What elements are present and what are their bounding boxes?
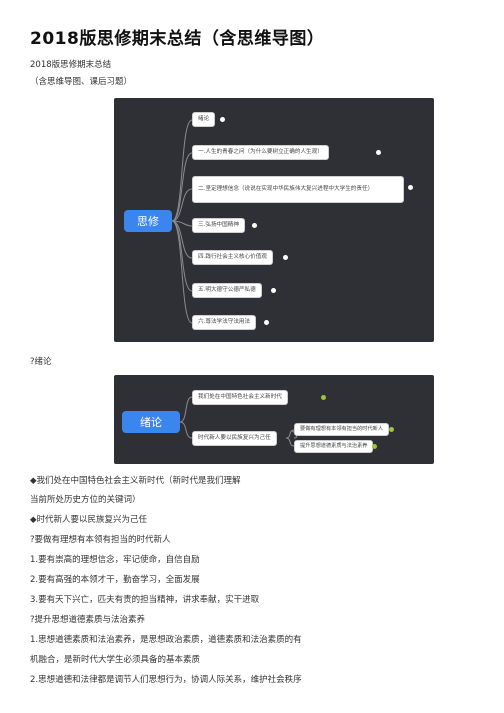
node-marker-icon <box>283 255 288 260</box>
mindmap-intro-branch-mission: 时代新人要以民族复兴为己任 <box>192 431 277 446</box>
document-subtitle-2: （含思维导图、课后习题） <box>30 77 133 87</box>
mindmap-overview-connectors <box>171 119 193 324</box>
node-marker-icon <box>271 288 276 293</box>
node-marker-icon <box>376 150 381 155</box>
mindmap-node-chapter6: 六.尊法学法守法用法 <box>192 315 257 330</box>
mindmap-intro: 绪论 我们处在中国特色社会主义新时代 时代新人要以民族复兴为己任 要做有理想有本… <box>114 375 434 464</box>
mindmap-overview: 思修 绪论 一.人生的青春之问（为什么要树立正确的人生观） 二.坚定理想信念（说… <box>114 98 434 342</box>
body-line: ?提升思想道德素质与法治素养 <box>30 615 146 625</box>
mindmap-node-chapter3: 三.弘扬中国精神 <box>192 218 245 233</box>
body-line: 1.思想道德素质和法治素养，是思想政治素质，道德素质和法治素质的有 <box>30 635 302 645</box>
body-line: ◆时代新人要以民族复兴为己任 <box>30 515 148 525</box>
mindmap-intro-root-node: 绪论 <box>122 411 180 433</box>
node-marker-icon <box>220 117 225 122</box>
mindmap-root-node: 思修 <box>124 210 172 232</box>
mindmap-node-chapter1: 一.人生的青春之问（为什么要树立正确的人生观） <box>192 145 329 160</box>
node-marker-icon <box>408 185 413 190</box>
body-line: 当前所处历史方位的关键词） <box>30 495 141 505</box>
body-line: 机融合，是新时代大学生必须具备的基本素质 <box>30 655 201 665</box>
mindmap-node-chapter5: 五.明大德守公德严私德 <box>192 283 262 298</box>
document-subtitle: 2018版思修期末总结 <box>30 60 112 70</box>
body-line: ?要做有理想有本领有担当的时代新人 <box>30 535 171 545</box>
body-line: 1.要有崇高的理想信念，牢记使命，自信自励 <box>30 555 200 565</box>
mindmap-intro-leaf-ideals: 要做有理想有本领有担当的时代新人 <box>294 423 390 436</box>
node-marker-icon <box>389 427 394 432</box>
body-line: 2.要有高强的本领才干，勤奋学习，全面发展 <box>30 575 200 585</box>
mindmap-node-chapter2: 二.坚定理想信念（说说在实现中华民族伟大复兴进程中大学生的责任） <box>192 176 404 203</box>
node-marker-icon <box>252 223 257 228</box>
mindmap-intro-leaf-quality: 提升思想道德素质与法治素养 <box>294 440 374 453</box>
body-line: 2.思想道德和法律都是调节人们思想行为，协调人际关系，维护社会秩序 <box>30 675 302 685</box>
document-title: 2018版思修期末总结（含思维导图） <box>30 29 325 49</box>
body-line: 3.要有天下兴亡，匹夫有责的担当精神，讲求奉献，实干进取 <box>30 595 260 605</box>
node-marker-icon <box>264 320 269 325</box>
mindmap-node-chapter4: 四.践行社会主义核心价值观 <box>192 250 273 265</box>
node-marker-icon <box>321 395 326 400</box>
mindmap-node-intro: 绪论 <box>192 112 216 127</box>
mindmap-intro-connectors <box>179 396 298 447</box>
mindmap-intro-branch-new-era: 我们处在中国特色社会主义新时代 <box>192 390 288 405</box>
body-line: ◆我们处在中国特色社会主义新时代（新时代是我们理解 <box>30 476 241 486</box>
section-heading-intro: ?绪论 <box>30 357 52 367</box>
node-marker-icon <box>372 444 377 449</box>
